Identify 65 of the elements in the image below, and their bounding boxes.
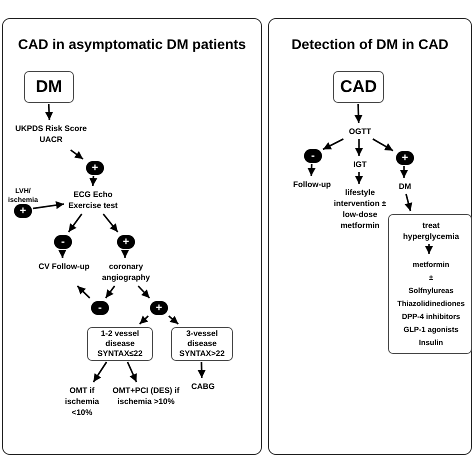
step-label: ECG Echo Exercise test: [67, 189, 119, 213]
process-box: [87, 327, 153, 361]
step-label: coronary angiography: [94, 261, 158, 285]
arrow: [32, 201, 64, 210]
arrow: [372, 138, 394, 152]
process-box: [333, 71, 384, 103]
result-badge: [304, 149, 322, 163]
result-sign: +: [122, 236, 130, 248]
arrow: [168, 315, 179, 325]
result-badge: [117, 235, 135, 249]
arrow: [102, 214, 118, 232]
arrow: [198, 362, 206, 378]
arrow: [58, 250, 66, 258]
step-label: OGTT: [342, 126, 378, 138]
panel-frame: [2, 18, 262, 455]
result-sign: -: [98, 302, 102, 314]
step-label: OMT+PCI (DES) if ischemia >10%: [111, 385, 181, 419]
panel-frame: [268, 18, 472, 455]
result-badge: [91, 301, 109, 315]
arrow: [126, 362, 138, 382]
process-box: [171, 327, 233, 361]
arrow: [92, 362, 108, 382]
arrow: [138, 285, 150, 299]
step-label: OMT if ischemia <10%: [57, 385, 107, 419]
arrow: [76, 285, 90, 299]
process-box: [24, 71, 74, 103]
result-sign: -: [61, 236, 65, 248]
arrow: [45, 104, 54, 120]
result-sign: -: [311, 150, 315, 162]
box-text: DM: [36, 77, 62, 97]
treatment-box: [388, 214, 472, 354]
step-label: UKPDS Risk Score UACR: [7, 123, 95, 149]
step-label: treat hyperglycemia: [401, 220, 461, 244]
arrow: [425, 244, 433, 254]
arrow: [400, 166, 408, 178]
result-sign: +: [156, 302, 162, 314]
result-badge: [396, 151, 414, 165]
arrow: [68, 214, 82, 232]
step-label: CABG: [187, 381, 219, 393]
arrow: [355, 172, 363, 184]
step-label: DM: [393, 181, 417, 193]
arrow: [355, 139, 363, 156]
box-text: 3-vessel disease SYNTAX>22: [178, 329, 226, 359]
arrow: [354, 104, 362, 124]
result-badge: [150, 301, 168, 315]
result-badge: [86, 161, 104, 175]
box-text: 1-2 vessel disease SYNTAX≤22: [96, 329, 144, 359]
arrow: [139, 315, 149, 325]
step-label: CV Follow-up: [37, 261, 91, 285]
arrow: [404, 194, 412, 212]
panel-title: CAD in asymptomatic DM patients: [17, 35, 247, 53]
arrow: [89, 176, 98, 186]
arrow: [322, 138, 344, 150]
result-badge: [54, 235, 72, 249]
step-label: IGT: [348, 159, 372, 171]
arrow: [308, 164, 316, 176]
arrow: [121, 250, 129, 258]
result-sign: +: [20, 206, 26, 216]
panel-title: Detection of DM in CAD: [290, 35, 450, 53]
arrow: [70, 149, 84, 160]
result-sign: +: [92, 162, 98, 174]
arrow: [105, 286, 116, 298]
result-sign: +: [402, 152, 408, 164]
box-text: CAD: [340, 77, 377, 97]
result-badge: [14, 204, 32, 218]
